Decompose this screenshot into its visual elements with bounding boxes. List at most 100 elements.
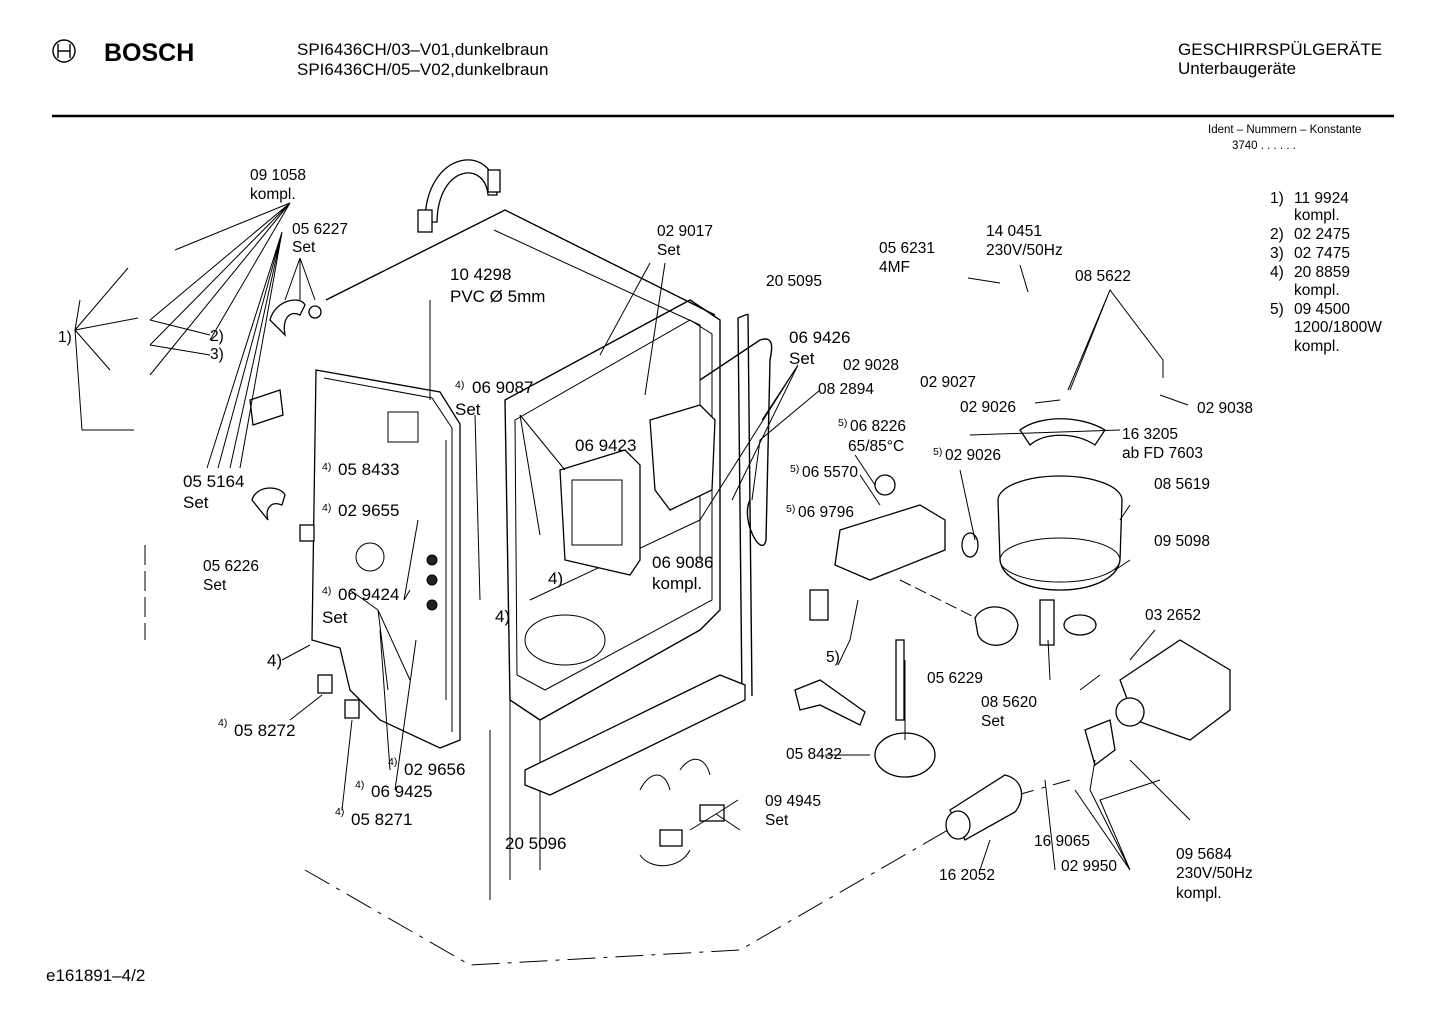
label-085620-note: Set (981, 713, 1005, 730)
label-069424-note: Set (322, 608, 348, 627)
label-069425: 06 9425 (371, 782, 432, 801)
hose-connectors-left (249, 299, 360, 719)
leader-lines (74, 202, 1191, 900)
label-069423: 06 9423 (575, 436, 636, 455)
label-069087-note: Set (455, 400, 481, 419)
dispenser-unit (559, 404, 716, 576)
footnote-4-code: 20 8859 (1294, 264, 1350, 281)
brand-name: BOSCH (104, 39, 194, 67)
label-069426: 06 9426 (789, 328, 850, 347)
label-069087: 06 9087 (472, 378, 533, 397)
label-029028: 02 9028 (843, 357, 899, 374)
category-title: GESCHIRRSPÜLGERÄTE (1178, 40, 1382, 59)
elbow-hose (974, 606, 1019, 646)
label-085622: 08 5622 (1075, 268, 1131, 285)
footnote-2-code: 02 2475 (1294, 226, 1350, 243)
label-205096: 20 5096 (505, 834, 566, 853)
label-029950: 02 9950 (1061, 858, 1117, 875)
footnote-1-num: 1) (1270, 190, 1284, 207)
label-162052: 16 2052 (939, 867, 995, 884)
label-094945-note: Set (765, 812, 789, 829)
label-058272-sup: 4) (218, 717, 227, 729)
label-140451: 14 0451 (986, 223, 1042, 240)
label-056229: 05 6229 (927, 670, 983, 687)
footnote-5-note2: kompl. (1294, 338, 1340, 355)
label-029655: 02 9655 (338, 501, 399, 520)
footnote-legend: 1) 11 9924 kompl. 2) 02 2475 3) 02 7475 … (1270, 190, 1382, 355)
drain-hose-sleeve (945, 774, 1023, 841)
label-058433-sup: 4) (322, 461, 331, 473)
label-056227: 05 6227 (292, 221, 348, 238)
label-029017: 02 9017 (657, 223, 713, 240)
footnote-3-num: 3) (1270, 245, 1284, 262)
label-029656: 02 9656 (404, 760, 465, 779)
label-ref-2: 2) (210, 328, 224, 345)
label-058433: 05 8433 (338, 460, 399, 479)
footnote-5-note: 1200/1800W (1294, 319, 1382, 336)
sump-assembly (997, 418, 1123, 646)
tub-frame (325, 209, 721, 880)
label-095684-note: 230V/50Hz (1176, 865, 1253, 882)
document-id: e161891–4/2 (46, 966, 145, 985)
cable-harness (639, 758, 725, 867)
model-line-1: SPI6436CH/03–V01,dunkelbraun (297, 40, 548, 59)
label-104298-note: PVC Ø 5mm (450, 287, 545, 306)
label-095684-note2: kompl. (1176, 885, 1222, 902)
side-panel (311, 369, 461, 749)
label-029026b: 02 9026 (945, 447, 1001, 464)
category-subtitle: Unterbaugeräte (1178, 59, 1296, 78)
base-plinth (524, 674, 746, 796)
door-seal (737, 313, 753, 701)
base-outline (304, 779, 1071, 966)
label-069796-sup: 5) (786, 503, 795, 515)
label-058432: 05 8432 (786, 746, 842, 763)
label-169065: 16 9065 (1034, 833, 1090, 850)
footnote-5-num: 5) (1270, 301, 1284, 318)
label-068226-note: 65/85°C (848, 438, 904, 455)
label-069424-sup: 4) (322, 585, 331, 597)
label-032652: 03 2652 (1145, 607, 1201, 624)
label-056226-note: Set (203, 577, 227, 594)
footnote-4-num: 4) (1270, 264, 1284, 281)
label-ref-4b: 4) (495, 607, 510, 626)
bosch-logo: BOSCH (52, 39, 194, 67)
heating-element (699, 338, 773, 547)
label-094945: 09 4945 (765, 793, 821, 810)
label-ref-4a: 4) (548, 569, 563, 588)
label-ref-1: 1) (58, 329, 72, 346)
label-082894: 08 2894 (818, 381, 874, 398)
label-085620: 08 5620 (981, 694, 1037, 711)
pump-motor (1084, 639, 1231, 767)
label-029026: 02 9026 (960, 399, 1016, 416)
label-069087-sup: 4) (455, 379, 464, 391)
label-104298: 10 4298 (450, 265, 511, 284)
bosch-armature-icon (52, 39, 76, 63)
label-065570-sup: 5) (790, 463, 799, 475)
label-085619: 08 5619 (1154, 476, 1210, 493)
label-056227-note: Set (292, 239, 316, 256)
label-095684: 09 5684 (1176, 846, 1232, 863)
label-069424: 06 9424 (338, 585, 399, 604)
label-163205-note: ab FD 7603 (1122, 445, 1203, 462)
label-069425-sup: 4) (355, 779, 364, 791)
label-056231: 05 6231 (879, 240, 935, 257)
label-ref-5: 5) (826, 649, 840, 666)
label-091058: 09 1058 (250, 167, 306, 184)
label-058272: 05 8272 (234, 721, 295, 740)
label-068226-sup: 5) (838, 417, 847, 429)
label-069426-note: Set (789, 349, 815, 368)
label-055164-note: Set (183, 493, 209, 512)
footnote-1-code: 11 9924 (1294, 190, 1349, 207)
footnote-4-note: kompl. (1294, 282, 1340, 299)
footnote-3-code: 02 7475 (1294, 245, 1350, 262)
label-095098: 09 5098 (1154, 533, 1210, 550)
ident-value: 3740 . . . . . . (1232, 140, 1296, 152)
label-056226: 05 6226 (203, 558, 259, 575)
part-labels: 09 1058 kompl. 05 6227 Set 10 4298 PVC Ø… (58, 167, 1253, 902)
label-029038: 02 9038 (1197, 400, 1253, 417)
footnote-5-code: 09 4500 (1294, 301, 1350, 318)
label-029026b-sup: 5) (933, 446, 942, 458)
label-069086-note: kompl. (652, 574, 702, 593)
label-058271: 05 8271 (351, 810, 412, 829)
